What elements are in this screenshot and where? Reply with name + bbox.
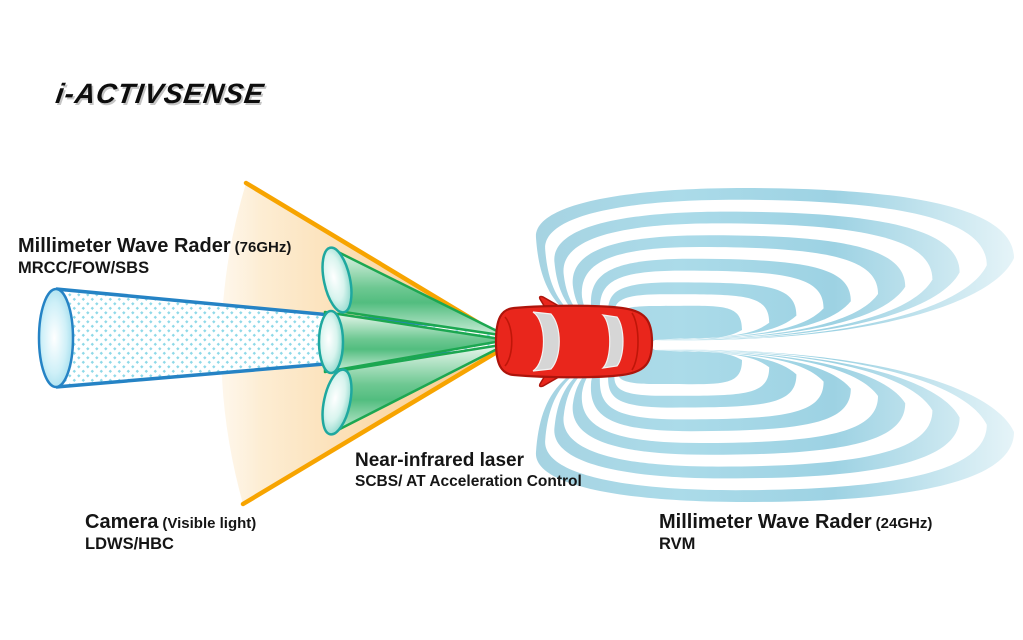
car-hood-seam xyxy=(504,316,513,367)
label-camera-systems: LDWS/HBC xyxy=(85,535,174,553)
car-trunk-seam xyxy=(631,312,639,371)
car-rear-window xyxy=(601,314,624,369)
radar-24ghz-field-lower-lobe xyxy=(535,334,1014,502)
label-radar-76ghz: Millimeter Wave Rader(76GHz) MRCC/FOW/SB… xyxy=(18,235,291,278)
car-body xyxy=(494,304,654,379)
label-camera-title: Camera(Visible light) xyxy=(85,511,257,533)
label-radar-76ghz-title: Millimeter Wave Rader(76GHz) xyxy=(18,235,292,257)
label-camera: Camera(Visible light) LDWS/HBC xyxy=(85,511,256,554)
radar-76ghz-beam-cap xyxy=(37,287,75,389)
label-nir-laser-title: Near-infrared laser xyxy=(355,450,524,471)
label-radar-76ghz-systems: MRCC/FOW/SBS xyxy=(18,259,150,277)
car-top-view xyxy=(494,295,654,388)
radar-24ghz-field-upper-lobe xyxy=(535,188,1014,356)
radar-76ghz-beam xyxy=(37,287,501,389)
laser-cone-cap-lower xyxy=(321,368,353,436)
label-nir-laser: Near-infrared laser SCBS/ AT Acceleratio… xyxy=(355,450,582,491)
label-radar-24ghz: Millimeter Wave Rader(24GHz) RVM xyxy=(659,511,932,554)
label-radar-24ghz-title: Millimeter Wave Rader(24GHz) xyxy=(659,511,933,533)
i-activsense-logo: i-ACTIVSENSE xyxy=(53,78,267,109)
laser-cone-cap-middle xyxy=(317,309,345,375)
label-radar-24ghz-systems: RVM xyxy=(659,535,696,553)
label-nir-laser-systems: SCBS/ AT Acceleration Control xyxy=(355,472,582,490)
nir-laser-cones xyxy=(317,246,509,436)
laser-cone-cap-upper xyxy=(321,246,353,314)
car-windshield xyxy=(532,311,560,372)
